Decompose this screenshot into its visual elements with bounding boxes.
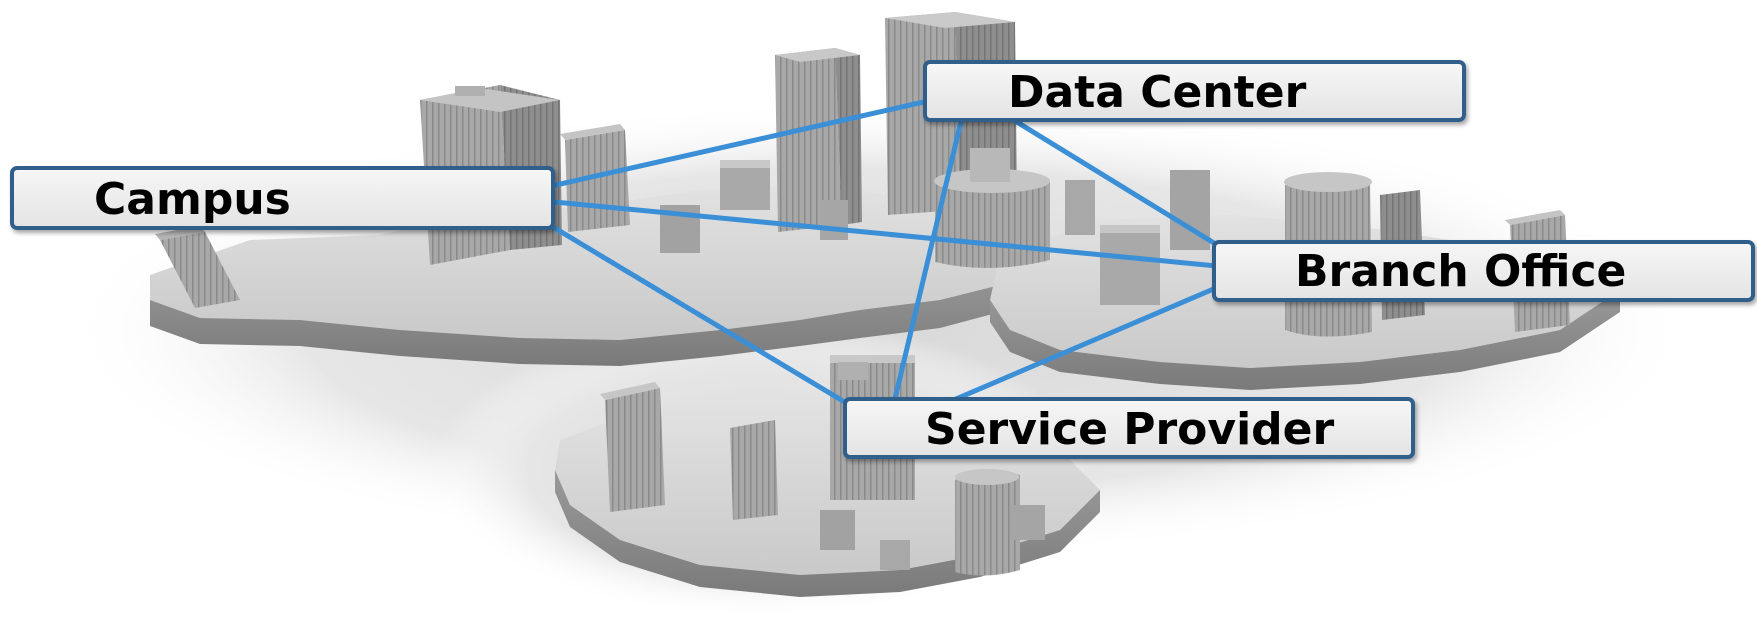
service-provider-label-box [843, 397, 1415, 459]
branch-office-label-box [1212, 240, 1755, 302]
data-center-label-box [923, 60, 1466, 122]
link-campus-to-service-provider [500, 194, 891, 431]
service-provider-label: Service Provider [925, 404, 1335, 455]
link-data-center-to-service-provider [885, 89, 971, 431]
link-campus-to-branch-office [500, 194, 1261, 273]
network-links [500, 89, 1261, 431]
campus-label: Campus [94, 174, 291, 225]
branch-office-label: Branch Office [1295, 246, 1627, 297]
data-center-label: Data Center [1008, 67, 1307, 118]
link-campus-to-data-center [500, 89, 971, 200]
campus-label-box [10, 166, 555, 230]
